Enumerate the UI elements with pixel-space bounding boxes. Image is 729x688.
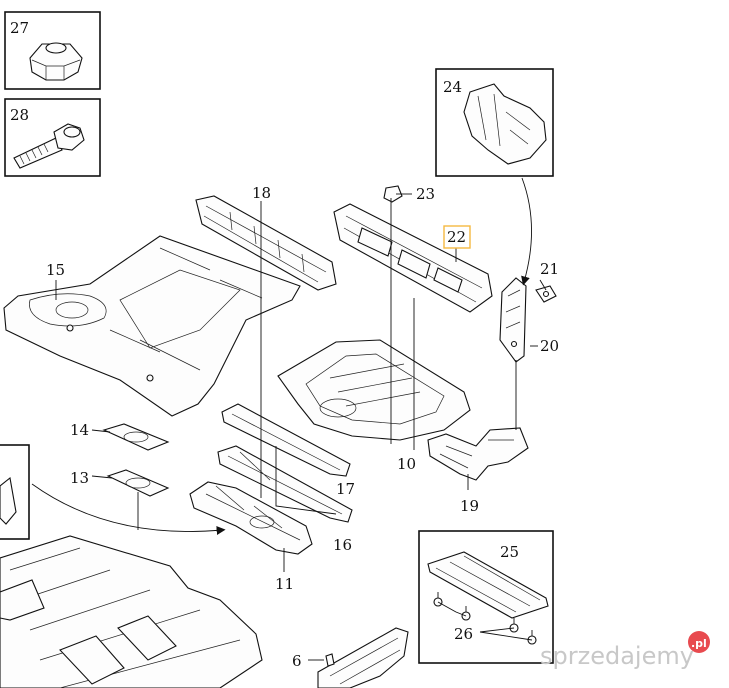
floor-panel-15 — [3, 235, 301, 417]
inset-box-partial — [0, 444, 30, 540]
callout-16: 16 — [333, 536, 352, 554]
member-part-17 — [221, 403, 351, 477]
watermark-badge-icon — [688, 631, 710, 653]
watermark: sprzedajemy .pl — [540, 631, 710, 670]
bracket-part-21 — [535, 285, 557, 303]
callout-17: 17 — [336, 480, 355, 498]
sill-part-6 — [317, 627, 409, 688]
callout-20: 20 — [540, 337, 559, 355]
bracket-part-14 — [102, 423, 170, 451]
watermark-badge: .pl — [691, 637, 707, 650]
floor-assembly — [0, 535, 263, 688]
callout-11: 11 — [275, 575, 294, 593]
bolt-shank-28 — [13, 137, 63, 169]
clip-part-23 — [383, 185, 403, 203]
callout-24: 24 — [443, 78, 462, 96]
member-part-16 — [217, 445, 353, 523]
callout-13: 13 — [70, 469, 89, 487]
bracket-part-19 — [427, 427, 529, 481]
inset-box-27 — [4, 11, 101, 90]
callout-19: 19 — [460, 497, 479, 515]
leader-lines — [55, 193, 547, 661]
inset-box-28 — [4, 98, 101, 177]
inset-box-25 — [418, 530, 554, 664]
rail-part-25 — [427, 551, 549, 619]
callout-14: 14 — [70, 421, 89, 439]
bracket-part-20 — [499, 277, 527, 363]
watermark-text: sprzedajemy — [540, 642, 694, 670]
callout-25: 25 — [500, 543, 519, 561]
callout-21: 21 — [540, 260, 559, 278]
cross-member-18 — [195, 195, 337, 291]
arrow-to-part-20 — [521, 177, 532, 286]
callout-23: 23 — [416, 185, 435, 203]
callout-18: 18 — [252, 184, 271, 202]
bracket-part-13 — [106, 469, 170, 497]
arrow-to-part-11 — [31, 483, 226, 535]
callout-27: 27 — [10, 19, 29, 37]
callout-26: 26 — [454, 625, 473, 643]
highlight-box-22 — [443, 225, 471, 249]
member-part-11 — [189, 481, 313, 555]
callout-28: 28 — [10, 106, 29, 124]
bracket-part-24 — [463, 83, 547, 165]
rear-panel-22 — [333, 203, 493, 313]
callout-15: 15 — [46, 261, 65, 279]
inset-box-24 — [435, 68, 554, 177]
callout-10: 10 — [397, 455, 416, 473]
callout-6: 6 — [292, 652, 302, 670]
spare-wheel-well-10 — [277, 339, 471, 441]
callout-22: 22 — [447, 228, 466, 246]
